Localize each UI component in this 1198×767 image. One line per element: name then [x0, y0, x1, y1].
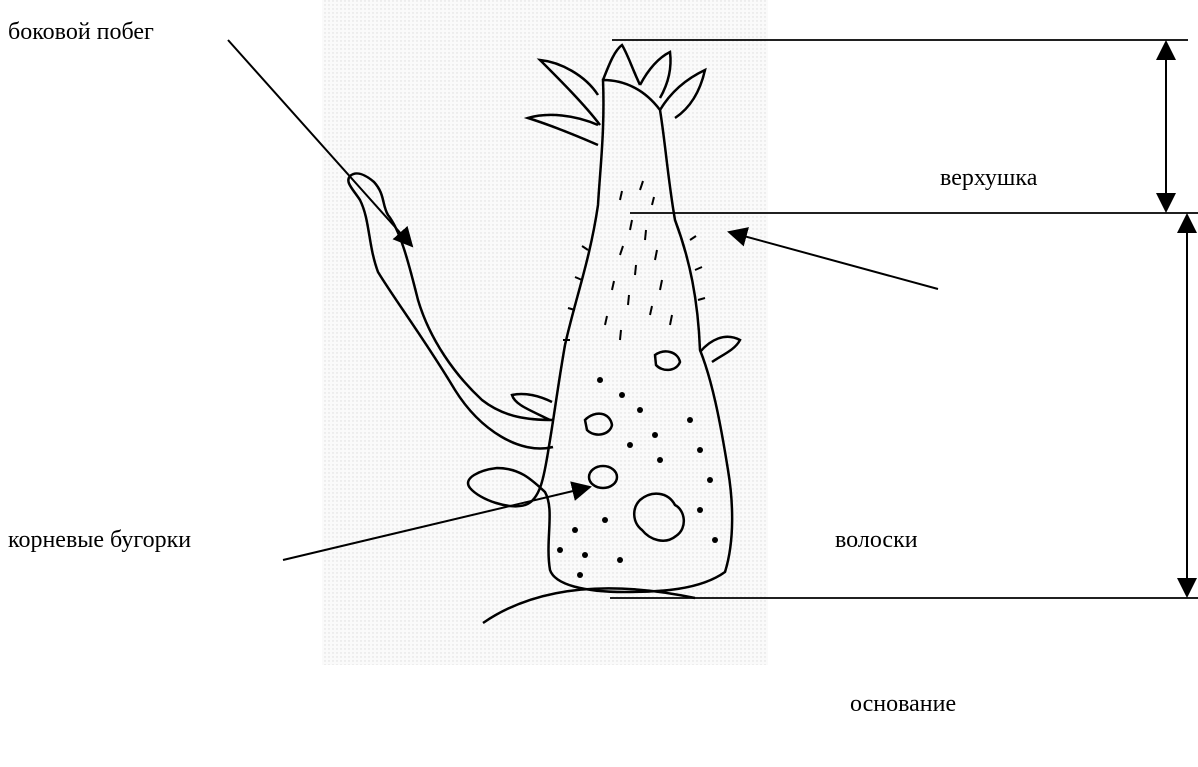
illustration-background — [322, 0, 768, 665]
label-apex: верхушка — [940, 164, 1037, 192]
label-lateral-shoot: боковой побег — [8, 18, 154, 46]
label-root-nodules: корневые бугорки — [8, 526, 191, 554]
label-hairs: волоски — [835, 526, 918, 554]
label-base: основание — [850, 690, 956, 718]
